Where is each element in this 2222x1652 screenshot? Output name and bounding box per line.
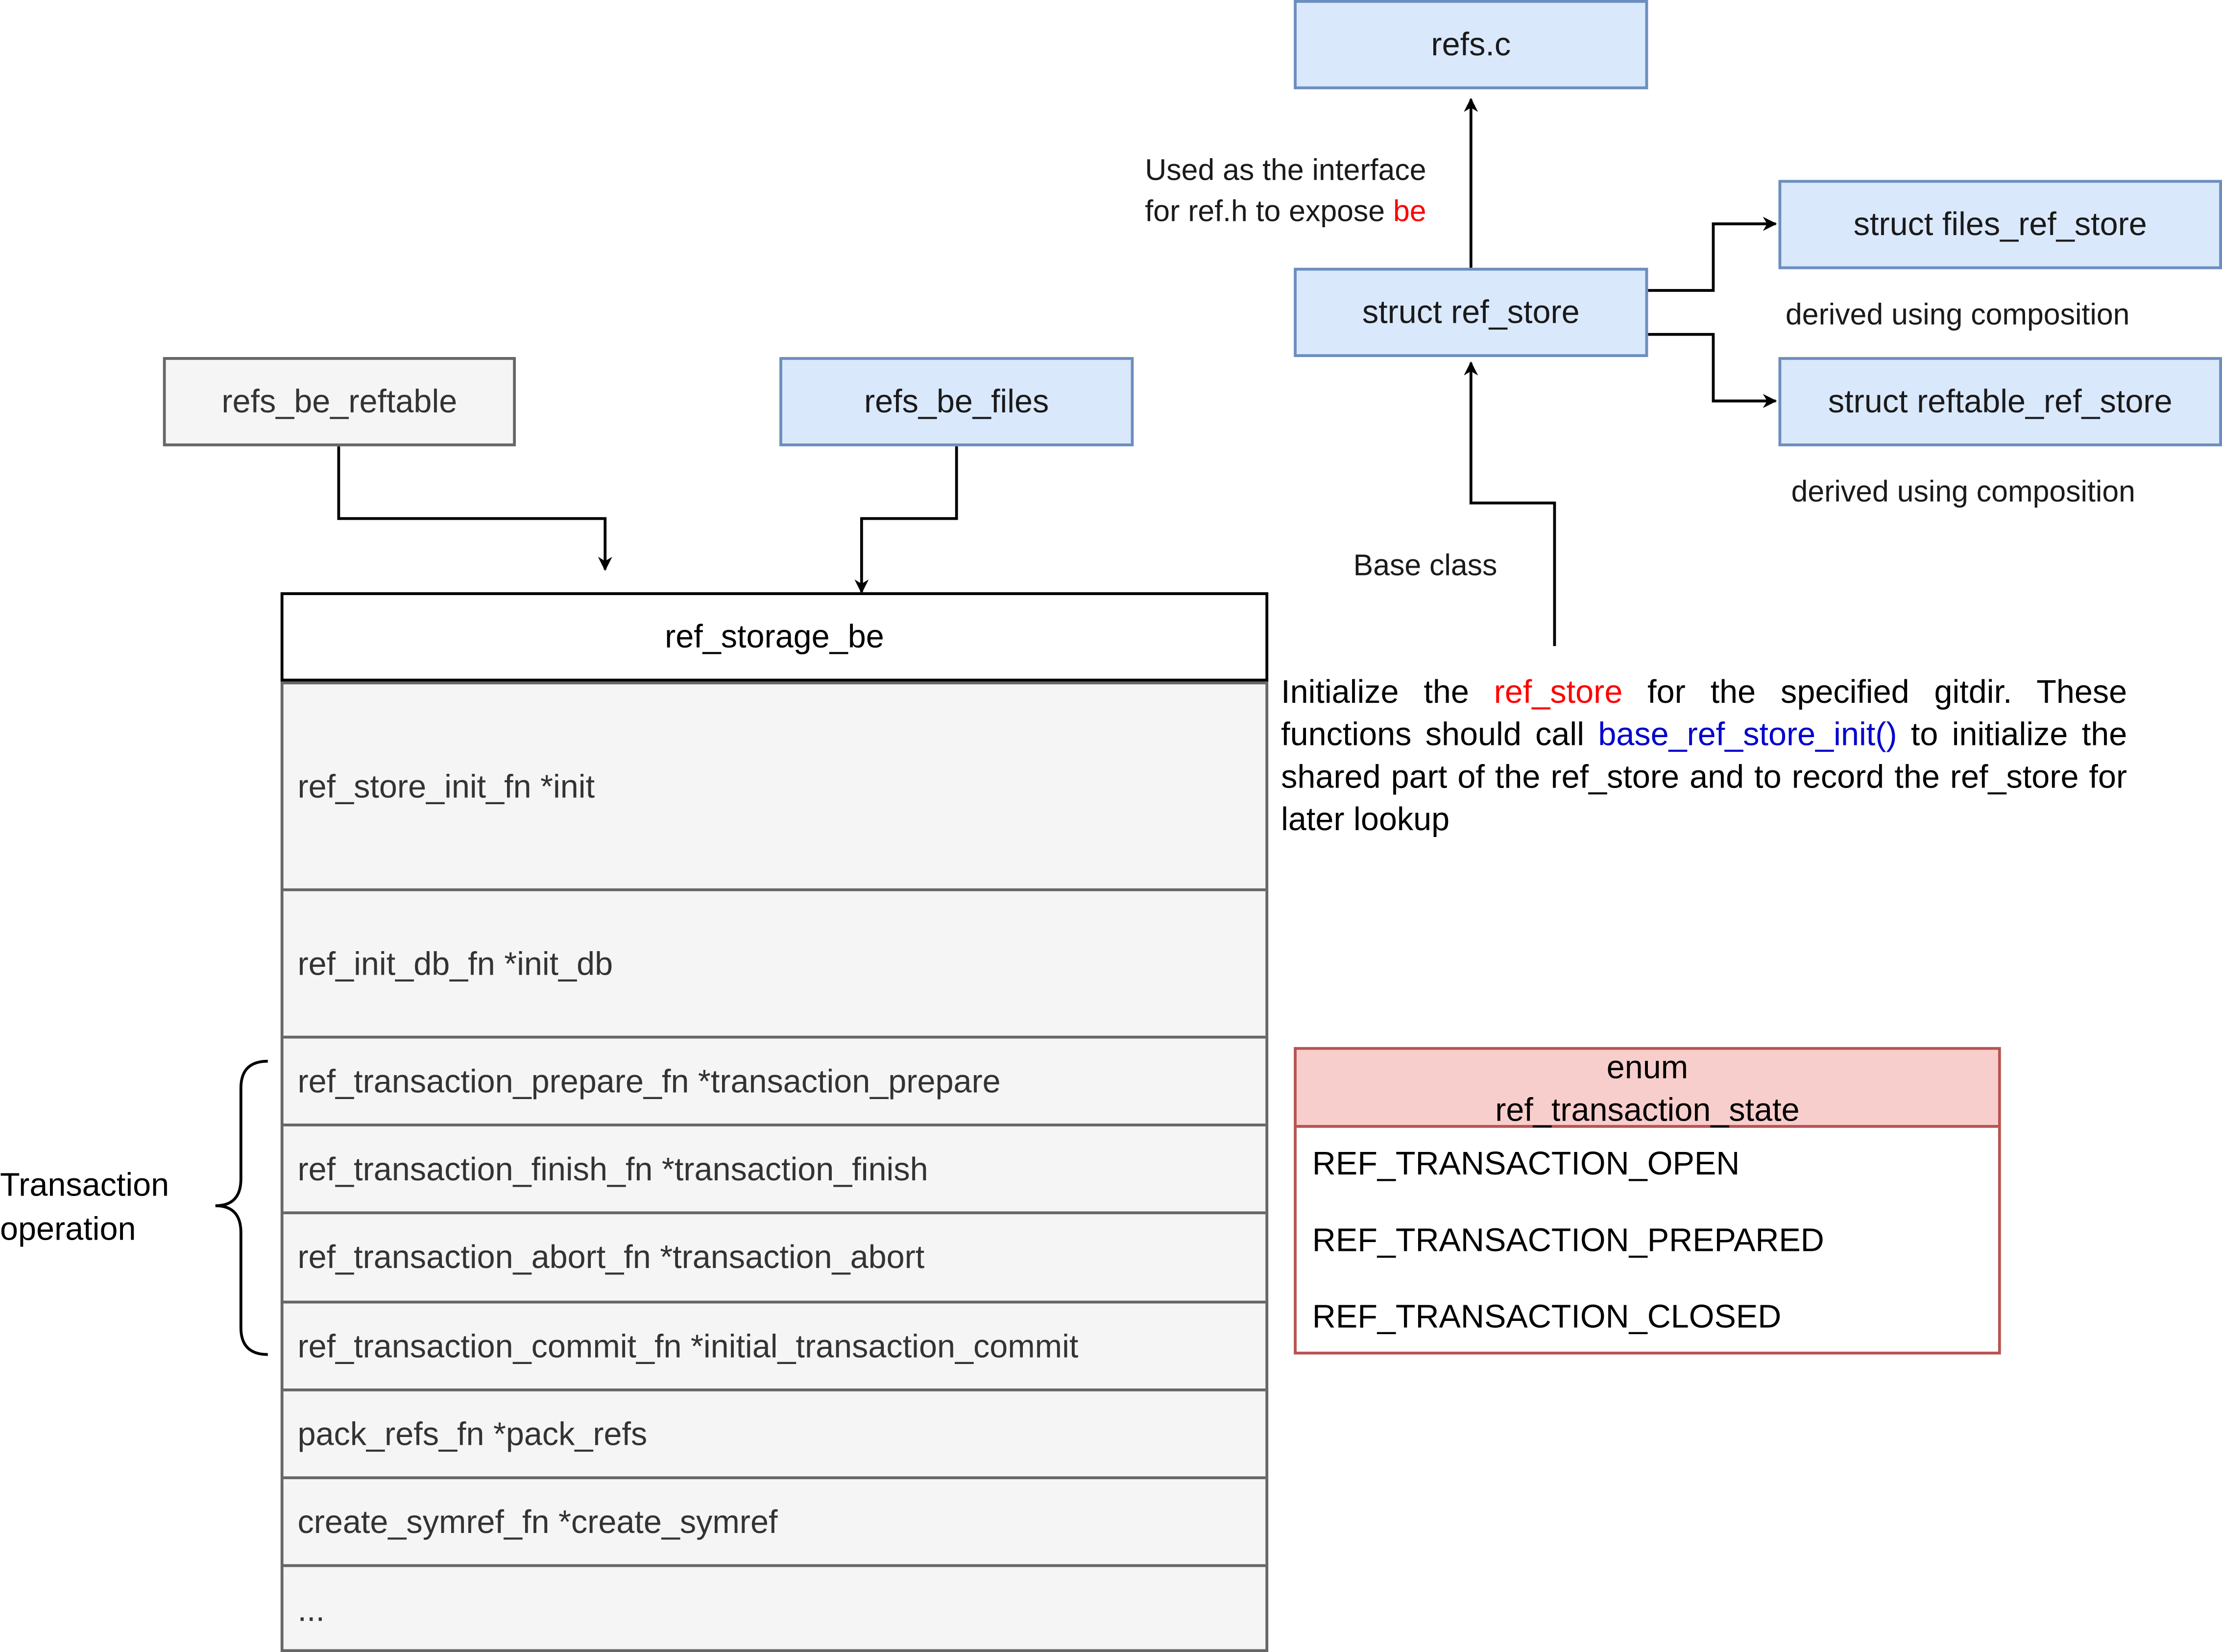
- enum-item-open: REF_TRANSACTION_OPEN: [1312, 1145, 1740, 1182]
- interface-label: Used as the interface for ref.h to expos…: [1145, 150, 1426, 233]
- storage-row-init-db: ref_init_db_fn *init_db: [283, 888, 1266, 1036]
- refs-c-node: refs.c: [1294, 0, 1648, 90]
- arrow-files-to-storage: [854, 446, 958, 594]
- reftable-ref-store-node: struct reftable_ref_store: [1778, 357, 2222, 447]
- enum-title-line2: ref_transaction_state: [1495, 1090, 1800, 1127]
- storage-row-transaction-prepare: ref_transaction_prepare_fn *transaction_…: [283, 1035, 1266, 1124]
- storage-row-create-symref: create_symref_fn *create_symref: [283, 1476, 1266, 1564]
- storage-row-pack-refs: pack_refs_fn *pack_refs: [283, 1389, 1266, 1476]
- desc-part1: Initialize the: [1281, 673, 1494, 710]
- arrow-to-files-ref-store: [1648, 216, 1777, 292]
- storage-row-ellipsis: ...: [283, 1564, 1266, 1652]
- enum-ref-transaction-state: enum ref_transaction_state REF_TRANSACTI…: [1294, 1047, 2001, 1355]
- interface-label-text: for ref.h to expose: [1145, 195, 1393, 228]
- interface-label-line2: for ref.h to expose be: [1145, 192, 1426, 233]
- base-class-label: Base class: [1353, 550, 1497, 582]
- transaction-label-line2: operation: [0, 1210, 136, 1247]
- storage-row-transaction-finish: ref_transaction_finish_fn *transaction_f…: [283, 1124, 1266, 1211]
- init-description: Initialize the ref_store for the specifi…: [1281, 670, 2127, 840]
- arrow-to-reftable-ref-store: [1648, 333, 1777, 408]
- interface-label-line1: Used as the interface: [1145, 154, 1426, 187]
- refs-be-files-node: refs_be_files: [779, 357, 1134, 447]
- files-ref-store-node: struct files_ref_store: [1778, 180, 2222, 269]
- ref-storage-be-table: ref_storage_be ref_store_init_fn *init r…: [280, 592, 1269, 1652]
- desc-highlight-base-init: base_ref_store_init(): [1598, 715, 1897, 753]
- storage-row-transaction-abort: ref_transaction_abort_fn *transaction_ab…: [283, 1211, 1266, 1300]
- transaction-operation-label: Transaction operation: [0, 1163, 169, 1251]
- enum-title-line1: enum: [1606, 1048, 1689, 1085]
- desc-part2: for the specified gitdir. These function…: [1281, 673, 2127, 753]
- enum-item-closed: REF_TRANSACTION_CLOSED: [1312, 1297, 1782, 1335]
- desc-part3: to initialize the shared part of the ref…: [1281, 715, 2127, 838]
- enum-item-prepared: REF_TRANSACTION_PREPARED: [1312, 1221, 1824, 1258]
- transaction-brace: [215, 1059, 268, 1356]
- interface-label-highlight: be: [1393, 195, 1426, 228]
- arrow-reftable-to-storage: [337, 446, 612, 571]
- storage-row-transaction-commit: ref_transaction_commit_fn *initial_trans…: [283, 1300, 1266, 1389]
- refs-be-reftable-node: refs_be_reftable: [163, 357, 516, 447]
- arrow-base-class: [1464, 361, 1556, 646]
- ref-storage-be-title: ref_storage_be: [280, 592, 1269, 682]
- transaction-label-line1: Transaction: [0, 1166, 169, 1203]
- storage-row-init: ref_store_init_fn *init: [283, 681, 1266, 888]
- ref-store-node: struct ref_store: [1294, 267, 1648, 357]
- desc-highlight-ref-store: ref_store: [1494, 673, 1623, 710]
- enum-title: enum ref_transaction_state: [1296, 1048, 1998, 1128]
- derived-label-files: derived using composition: [1786, 299, 2130, 332]
- derived-label-reftable: derived using composition: [1791, 476, 2135, 509]
